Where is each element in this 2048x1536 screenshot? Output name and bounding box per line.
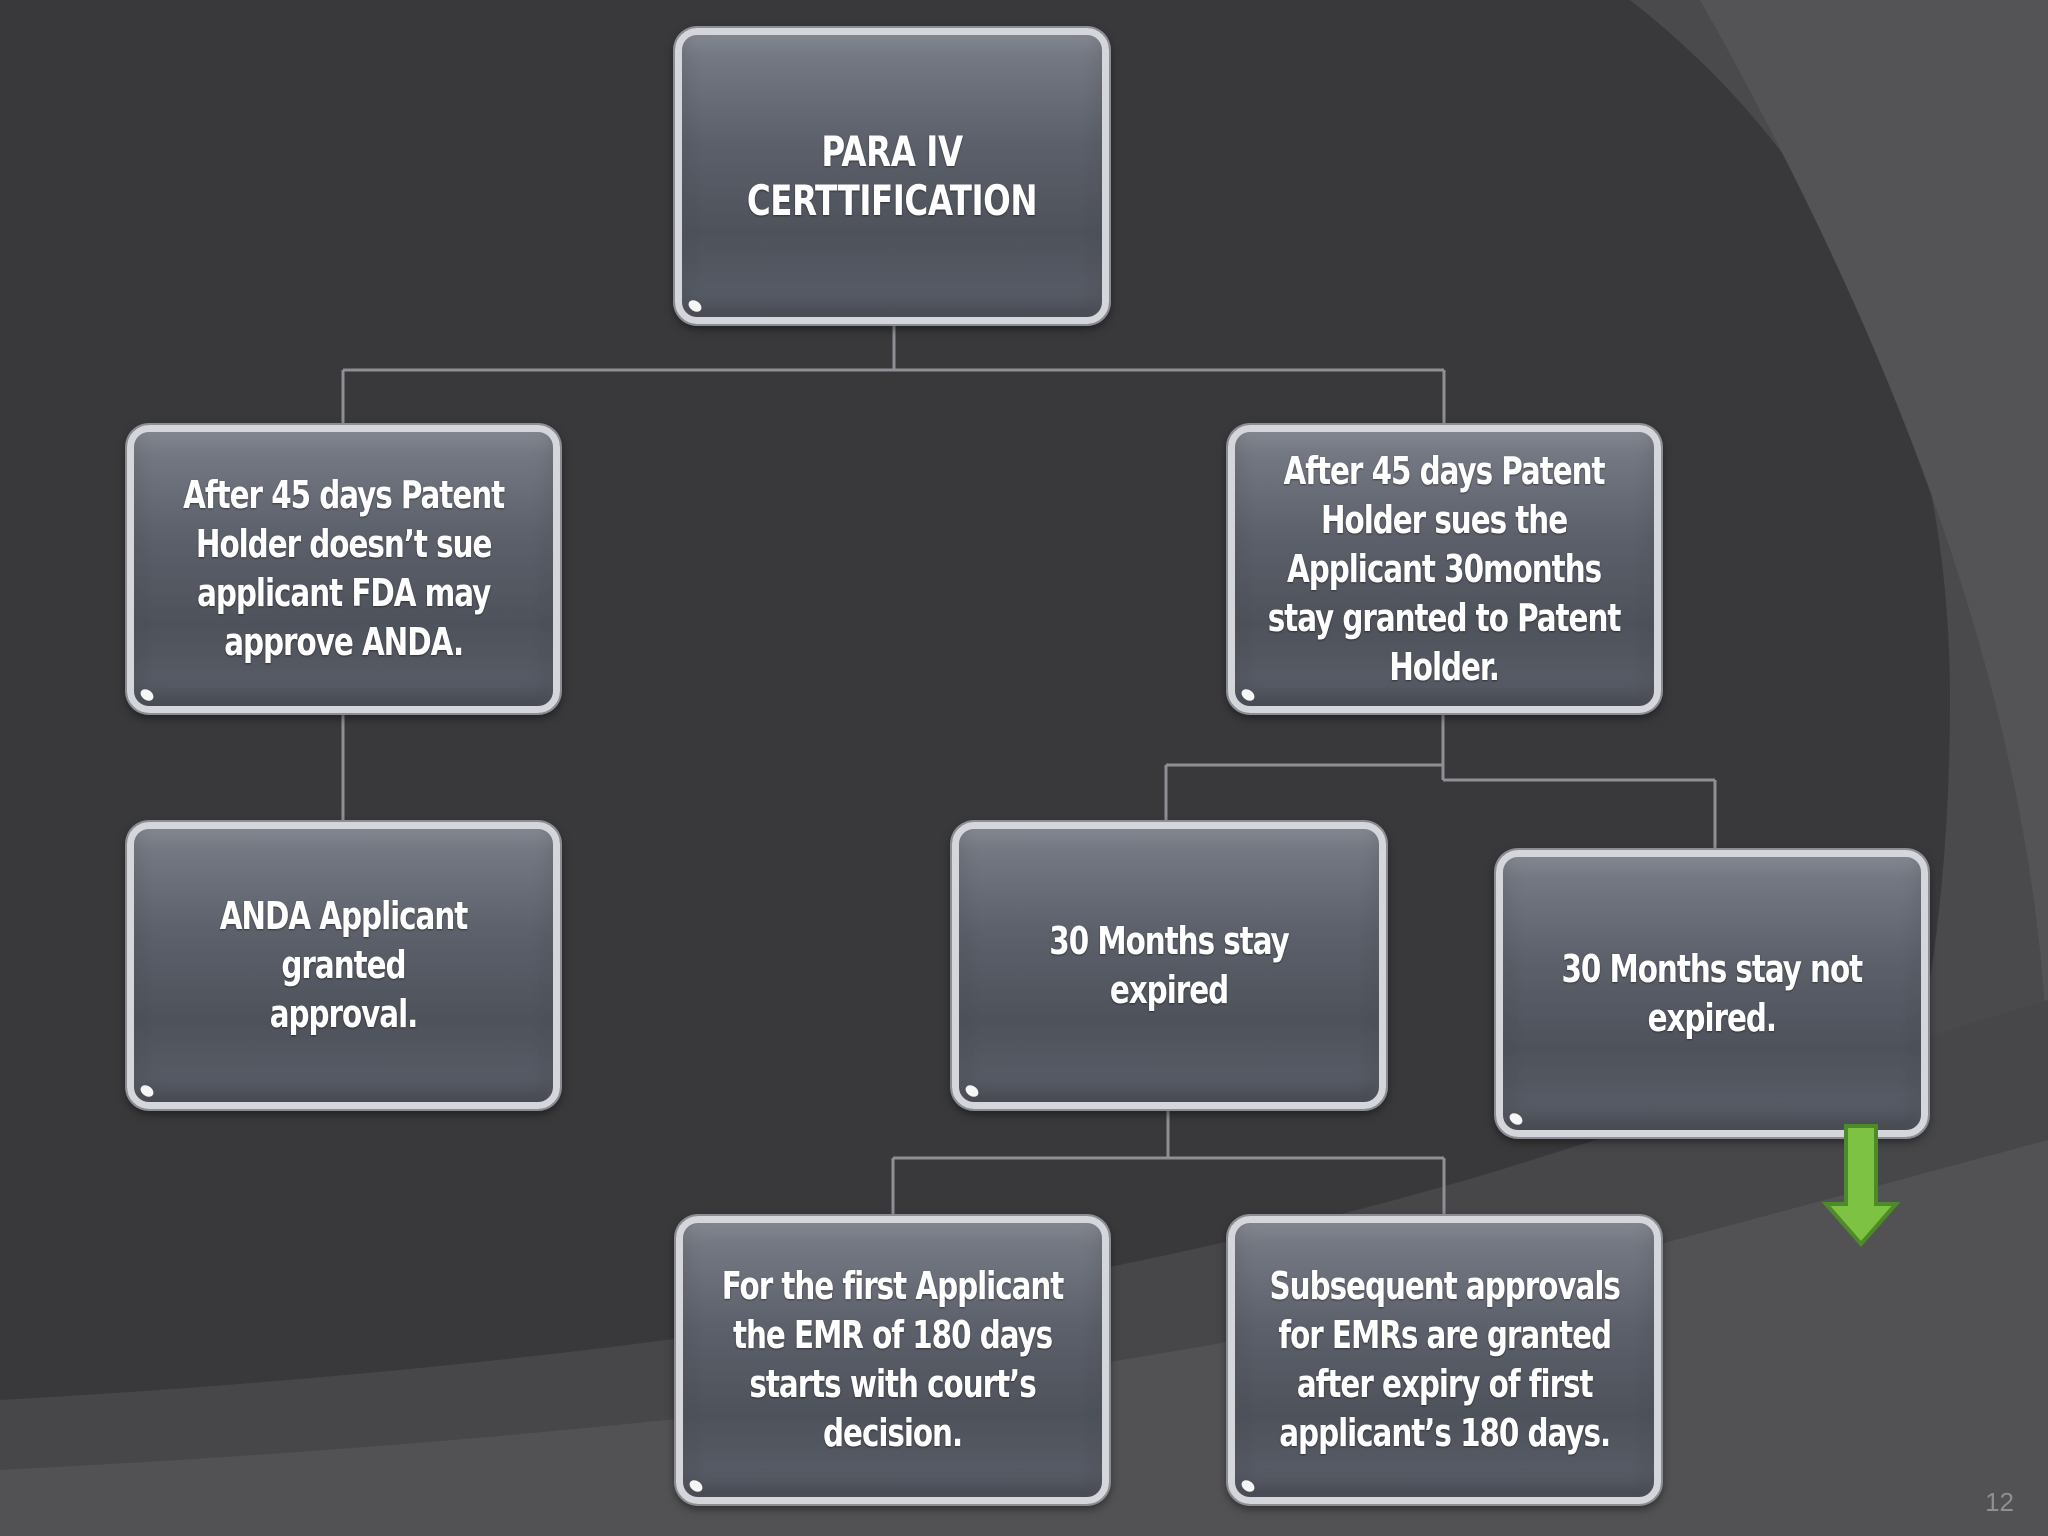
node-label: After 45 days Patent Holder sues the App…	[1268, 448, 1622, 689]
node-stay-expired: 30 Months stay expired	[952, 822, 1386, 1109]
node-anda-approved: ANDA Applicant granted approval.	[127, 822, 560, 1109]
node-para-iv-certification: PARA IV CERTTIFICATION	[675, 28, 1109, 324]
node-first-applicant: For the first Applicant the EMR of 180 d…	[676, 1216, 1109, 1504]
node-label: Subsequent approvals for EMRs are grante…	[1269, 1264, 1620, 1455]
node-label: ANDA Applicant granted approval.	[219, 894, 469, 1036]
node-suit: After 45 days Patent Holder sues the App…	[1228, 425, 1661, 713]
node-label: For the first Applicant the EMR of 180 d…	[721, 1264, 1065, 1455]
node-subsequent-approvals: Subsequent approvals for EMRs are grante…	[1228, 1216, 1661, 1504]
down-arrow-icon	[1822, 1124, 1900, 1248]
page-number: 12	[1985, 1487, 2014, 1517]
node-label: 30 Months stay expired	[1049, 918, 1289, 1012]
node-label: PARA IV CERTTIFICATION	[746, 127, 1038, 225]
node-label: After 45 days Patent Holder doesn’t sue …	[182, 473, 505, 664]
node-label: 30 Months stay not expired.	[1561, 946, 1864, 1040]
node-stay-not-expired: 30 Months stay not expired.	[1496, 850, 1928, 1137]
node-no-suit: After 45 days Patent Holder doesn’t sue …	[127, 425, 560, 713]
